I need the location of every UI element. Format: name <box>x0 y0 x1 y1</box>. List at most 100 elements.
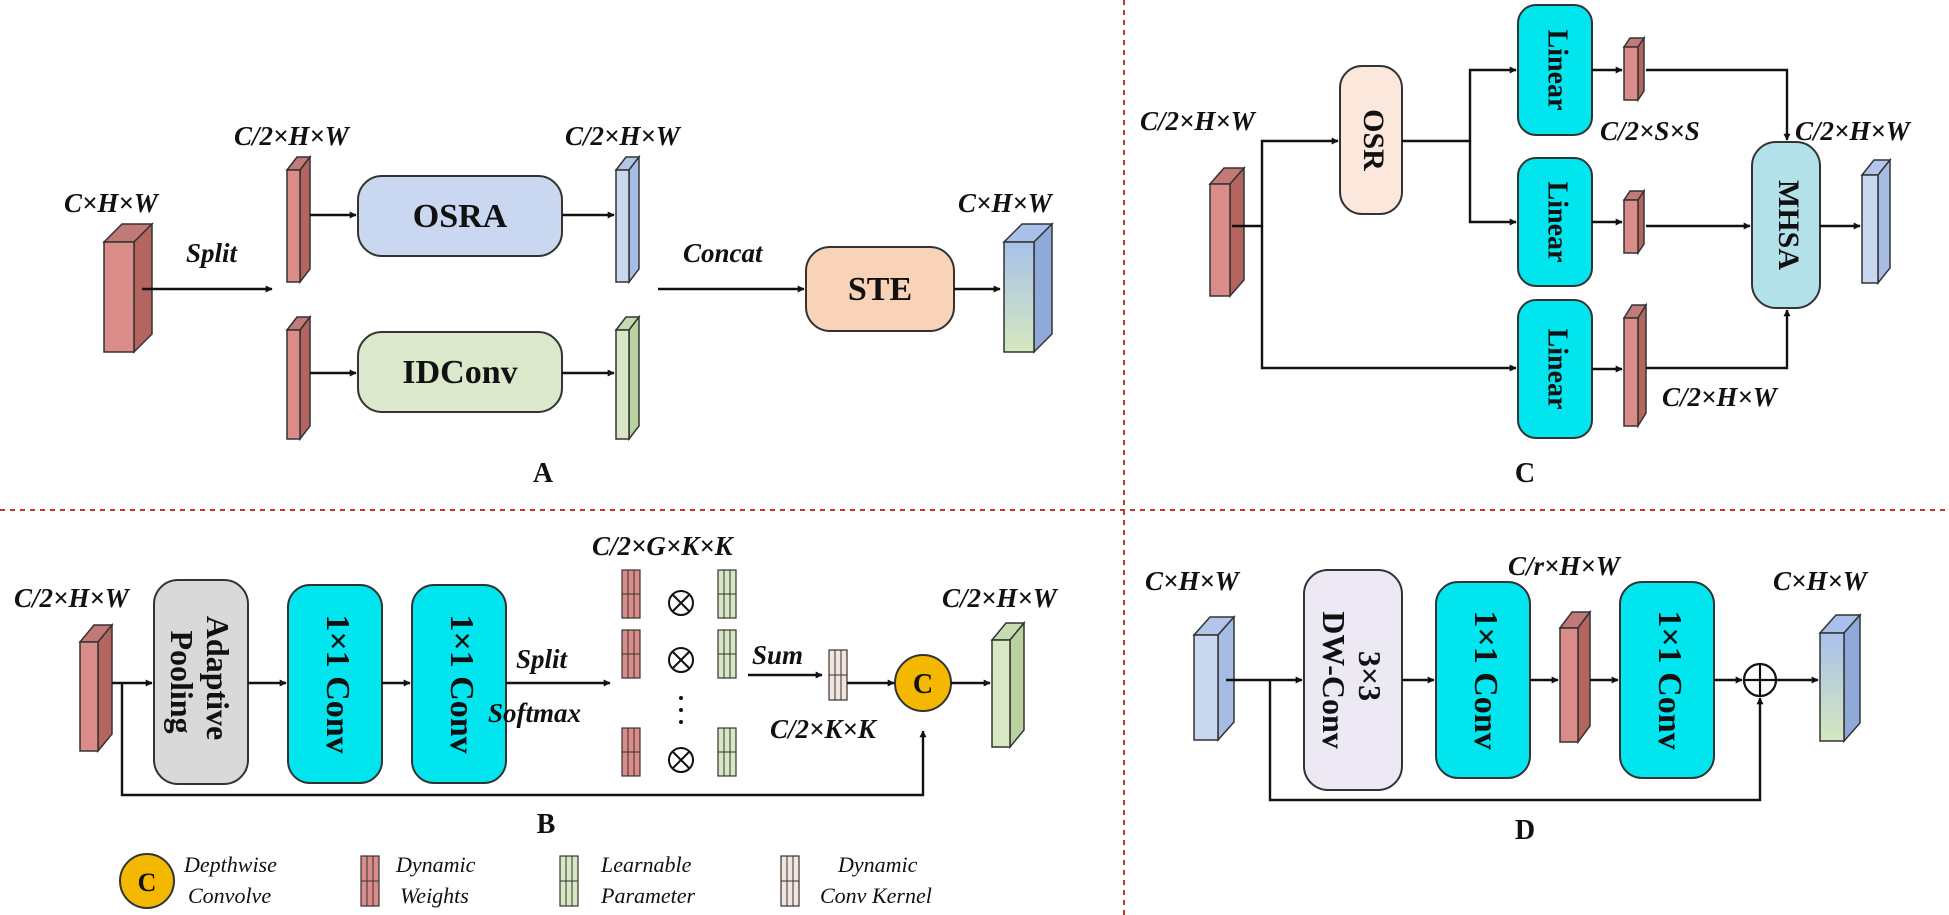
legend-dynamic-weights-line2: Weights <box>400 883 469 908</box>
panel-a-concat-label: Concat <box>683 238 764 268</box>
panel-b-output-dim: C/2×H×W <box>942 583 1059 613</box>
panel-c-input-tensor <box>1208 166 1246 298</box>
panel-b-split-label: Split <box>516 644 569 674</box>
linear-3-label: Linear <box>1542 329 1573 410</box>
linear-block-2: Linear <box>1517 157 1593 287</box>
learnable-param-3 <box>717 727 737 777</box>
panel-a-top-tensor <box>285 154 312 285</box>
panel-c-k-tensor <box>1622 35 1646 103</box>
idconv-label: IDConv <box>402 354 517 391</box>
linear-2-label: Linear <box>1542 182 1573 263</box>
multiply-symbol-3 <box>668 747 694 773</box>
linear-block-3: Linear <box>1517 299 1593 439</box>
depthwise-convolve-node: C <box>894 654 952 712</box>
ste-block: STE <box>805 246 955 332</box>
panel-c-q-tensor <box>1622 302 1648 429</box>
dwconv-block: 3×3 DW-Conv <box>1303 569 1403 791</box>
panel-d-conv2-block: 1×1 Conv <box>1619 581 1715 779</box>
panel-b-weights-dim: C/2×G×K×K <box>592 531 735 561</box>
learnable-param-2 <box>717 629 737 679</box>
pooling-line2: Pooling <box>164 630 200 733</box>
convolve-node-label: C <box>913 669 933 700</box>
multiply-symbol-1 <box>668 590 694 616</box>
legend-dynamic-conv-kernel: Dynamic Conv Kernel <box>780 852 932 908</box>
multiply-symbol-2 <box>668 647 694 673</box>
panel-d-conv2-label: 1×1 Conv <box>1651 610 1688 749</box>
legend-dynamic-weights-line1: Dynamic <box>395 852 476 877</box>
mhsa-label: MHSA <box>1772 180 1805 270</box>
panel-a-split-label: Split <box>186 238 239 268</box>
dwconv-label: 3×3 DW-Conv <box>1316 611 1388 748</box>
mhsa-block: MHSA <box>1751 141 1821 309</box>
panel-d-mid-dim: C/r×H×W <box>1508 551 1622 581</box>
panel-b-conv2-label: 1×1 Conv <box>443 614 480 753</box>
panel-a-top-dim: C/2×H×W <box>234 121 351 151</box>
panel-b-conv1-block: 1×1 Conv <box>287 584 383 784</box>
dynamic-weight-1 <box>621 569 641 619</box>
learnable-param-1 <box>717 569 737 619</box>
legend-convolve-line1: Depthwise <box>183 852 277 877</box>
legend-learnable-line1: Learnable <box>600 852 692 877</box>
panel-a-input-dim: C×H×W <box>64 188 160 218</box>
legend-learnable-parameter: Learnable Parameter <box>559 852 696 908</box>
panel-d-output-tensor <box>1818 613 1862 743</box>
panel-c-arrow-to-linear2 <box>1468 141 1517 226</box>
panel-a: C×H×W Split C/2×H×W OSRA IDConv <box>64 121 1054 489</box>
legend-depthwise-convolve: C Depthwise Convolve <box>119 852 277 909</box>
panel-c-v-tensor <box>1622 188 1646 256</box>
panel-d-residual-arrow <box>1268 680 1764 802</box>
panel-c: C/2×H×W OSR Linear Linear Linear <box>1140 4 1912 489</box>
panel-a-osra-out-tensor <box>614 154 641 285</box>
panel-b-kernel-dim: C/2×K×K <box>770 714 878 744</box>
panel-b-sum-label: Sum <box>752 640 803 670</box>
panel-b-output-tensor <box>990 620 1026 750</box>
panel-a-output-tensor <box>1002 222 1054 354</box>
panel-b-ellipsis <box>679 696 683 724</box>
panel-b-input-dim: C/2×H×W <box>14 583 131 613</box>
panel-c-arrow-to-linear3 <box>1260 226 1517 372</box>
add-node <box>1742 662 1778 698</box>
dwconv-line1: 3×3 <box>1352 651 1388 701</box>
dynamic-conv-kernel <box>828 649 848 701</box>
linear-1-label: Linear <box>1542 30 1573 111</box>
panel-d-conv1-label: 1×1 Conv <box>1467 610 1504 749</box>
panel-a-idconv-out-tensor <box>614 314 641 442</box>
panel-b-conv2-block: 1×1 Conv <box>411 584 507 784</box>
legend: C Depthwise Convolve Dynamic Weights Lea… <box>119 852 932 909</box>
panel-d-conv1-block: 1×1 Conv <box>1435 581 1531 779</box>
legend-dynamic-weights: Dynamic Weights <box>360 852 476 908</box>
panel-c-label: C <box>1515 458 1535 489</box>
panel-d-input-dim: C×H×W <box>1145 566 1241 596</box>
panel-b-conv1-label: 1×1 Conv <box>319 614 356 753</box>
panel-a-output-dim: C×H×W <box>958 188 1054 218</box>
panel-a-top-out-dim: C/2×H×W <box>565 121 682 151</box>
panel-d-input-tensor <box>1192 615 1236 742</box>
panel-c-input-dim: C/2×H×W <box>1140 106 1257 136</box>
panel-a-bottom-tensor <box>285 314 312 442</box>
panel-c-kv-dim: C/2×S×S <box>1600 116 1700 146</box>
legend-kernel-line2: Conv Kernel <box>820 883 932 908</box>
ste-label: STE <box>848 271 912 308</box>
panel-d-label: D <box>1515 815 1535 846</box>
legend-convolve-symbol: C <box>138 868 157 897</box>
osr-label: OSR <box>1357 109 1390 171</box>
idconv-block: IDConv <box>357 331 563 413</box>
panel-c-arrow-to-linear1 <box>1402 66 1517 143</box>
adaptive-pooling-label: Adaptive Pooling <box>164 616 236 748</box>
adaptive-pooling-block: Adaptive Pooling <box>153 579 249 785</box>
panel-b-skip-arrow <box>120 683 927 797</box>
panel-d-mid-tensor <box>1558 609 1592 745</box>
legend-convolve-line2: Convolve <box>188 883 271 908</box>
osr-block: OSR <box>1339 65 1403 215</box>
panel-c-output-tensor <box>1860 157 1892 286</box>
panel-b-softmax-label: Softmax <box>488 698 581 728</box>
dwconv-line2: DW-Conv <box>1316 611 1352 748</box>
panel-b: C/2×H×W Adaptive Pooling 1×1 Conv 1×1 Co… <box>14 531 1059 909</box>
panel-b-input-tensor <box>78 622 114 754</box>
pooling-line1: Adaptive <box>200 616 236 740</box>
dynamic-weight-2 <box>621 629 641 679</box>
panel-d: C×H×W 3×3 DW-Conv 1×1 Conv C/r×H×W <box>1145 551 1869 846</box>
linear-block-1: Linear <box>1517 4 1593 136</box>
